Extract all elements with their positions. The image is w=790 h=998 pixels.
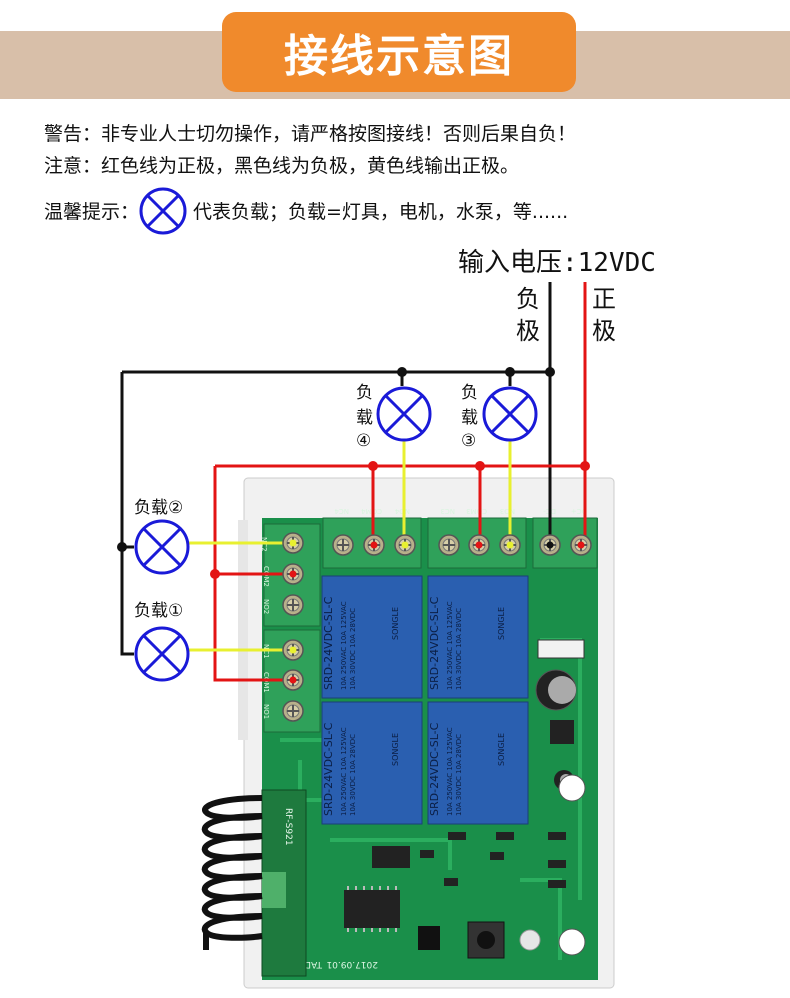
label-com1: COM1 [262, 672, 270, 693]
transistor [550, 720, 574, 744]
label-no3: NO3 [500, 507, 515, 515]
relay-rating-3b: 10A 30VDC 10A 28VDC [349, 734, 357, 816]
ic-u2 [372, 846, 410, 868]
relay-brand-3: SONGLE [391, 733, 400, 766]
rf-module-label: RF-S921 [283, 808, 293, 846]
warning-text: 警告：非专业人士切勿操作，请严格按图接线！否则后果自负！ [44, 123, 577, 145]
mount-hole-right-bottom [558, 928, 586, 956]
load-4-lamp-icon [376, 386, 432, 442]
antenna-coil [201, 795, 263, 950]
tip-suffix: 代表负载；负载=灯具，电机，水泵，等...... [193, 201, 569, 223]
relay-model-4: SRD-24VDC-SL-C [428, 722, 441, 816]
load-3-lamp-icon [482, 386, 538, 442]
tip-line: 温馨提示： 代表负载；负载=灯具，电机，水泵，等...... [44, 187, 569, 234]
label-com2: COM2 [262, 566, 270, 587]
relay-brand-2: SONGLE [497, 607, 506, 640]
relay-rating-2b: 10A 30VDC 10A 28VDC [455, 608, 463, 690]
mount-hole-right-top [558, 774, 586, 802]
positive-label-1: 正 [592, 285, 616, 313]
label-com3: COM3 [466, 507, 487, 515]
negative-label-1: 负 [516, 285, 540, 313]
load-2-lamp-icon [134, 519, 190, 575]
load-4-label-1: 负 [356, 383, 373, 403]
label-no1: NO1 [262, 704, 270, 719]
relay-bottom-right [427, 701, 529, 825]
relay-model-2: SRD-24VDC-SL-C [428, 596, 441, 690]
led [519, 929, 541, 951]
load-3-label-3: ③ [461, 431, 476, 451]
relay-model-3: SRD-24VDC-SL-C [322, 722, 335, 816]
label-com4: COM4 [361, 507, 382, 515]
label-no2: NO2 [262, 599, 270, 614]
positive-label-2: 极 [592, 317, 616, 345]
load-3-label-1: 负 [461, 383, 478, 403]
relay-rating-2a: 10A 250VAC 10A 125VAC [446, 601, 454, 690]
relay-rating-1a: 10A 250VAC 10A 125VAC [340, 601, 348, 690]
tip-prefix: 温馨提示： [44, 201, 140, 223]
notice-text: 注意：红色线为正极，黑色线为负极，黄色线输出正极。 [44, 155, 520, 177]
label-nc4: NC4 [334, 507, 349, 515]
relay-bottom-left [321, 701, 423, 825]
load-4-label-3: ④ [356, 431, 371, 451]
input-voltage-label: 输入电压:12VDC [458, 248, 656, 278]
relay-rating-3a: 10A 250VAC 10A 125VAC [340, 727, 348, 816]
load-1-label: 负载① [134, 601, 183, 621]
relay-brand-4: SONGLE [497, 733, 506, 766]
load-1-lamp-icon [134, 626, 190, 682]
relay-rating-4b: 10A 30VDC 10A 28VDC [455, 734, 463, 816]
relay-model-1: SRD-24VDC-SL-C [322, 596, 335, 690]
relay-rating-1b: 10A 30VDC 10A 28VDC [349, 608, 357, 690]
board-date: 2017.09.01 [326, 959, 378, 969]
negative-label-2: 极 [516, 317, 540, 345]
page-title: 接线示意图 [222, 12, 576, 92]
ic-u1 [344, 890, 400, 928]
relay-top-right [427, 575, 529, 699]
load-3-label-2: 载 [461, 408, 478, 428]
connector-jst [537, 639, 585, 659]
label-dc-plus: DC+ [571, 507, 587, 515]
label-nc3: NC3 [440, 507, 455, 515]
relay-rating-4a: 10A 250VAC 10A 125VAC [446, 727, 454, 816]
label-no4: NO4 [394, 507, 410, 515]
load-4-label-2: 载 [356, 408, 373, 428]
load-2-label: 负载② [134, 498, 183, 518]
jumper-j1 [418, 926, 440, 950]
relay-brand-1: SONGLE [391, 607, 400, 640]
capacitor-large [535, 669, 577, 711]
lamp-icon [139, 187, 187, 234]
relay-top-left [321, 575, 423, 699]
